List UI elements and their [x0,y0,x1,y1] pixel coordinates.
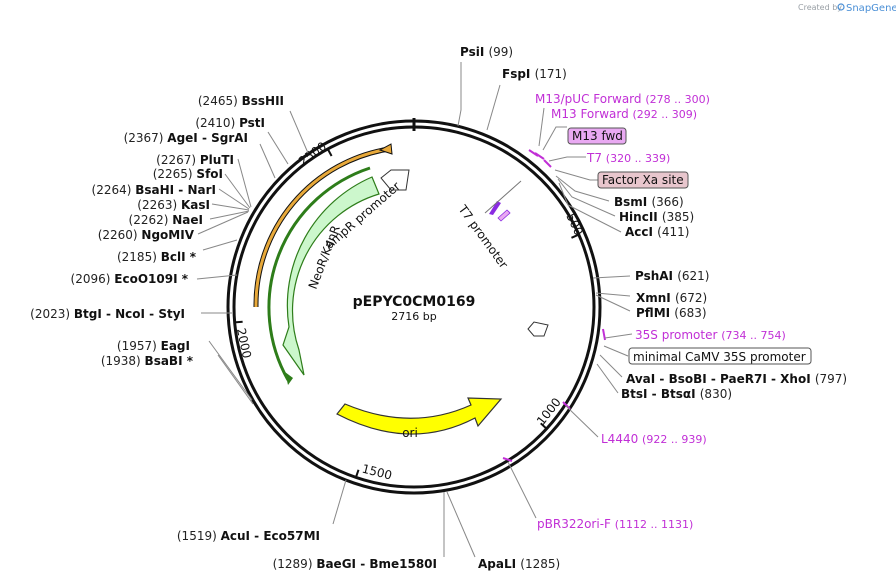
t7-promoter-mark [489,201,501,215]
svg-text:(2264) BsaHI - NarI: (2264) BsaHI - NarI [92,183,216,197]
primer-label: M13/pUC Forward (278 .. 300) [535,92,710,106]
svg-text:BsmI (366): BsmI (366) [614,195,684,209]
svg-text:(2263) KasI: (2263) KasI [137,198,210,212]
plasmid-size: 2716 bp [391,310,436,323]
site-label: BtsI - BtsαI (830) [621,387,732,401]
site-label: (1938) BsaBI * [101,354,194,368]
site-label: PflMI (683) [636,306,707,320]
svg-text:(2260) NgoMIV: (2260) NgoMIV [98,228,195,242]
minimal-camv-35s-box: minimal CaMV 35S promoter [628,347,812,365]
primer-label: L4440 (922 .. 939) [601,432,707,446]
site-label: FspI (171) [502,67,567,81]
brand-text: SnapGene [846,3,896,14]
neor-kanr-head [285,372,293,385]
svg-text:(1957) EagI: (1957) EagI [117,339,190,353]
svg-text:(2262) NaeI: (2262) NaeI [129,213,203,227]
svg-text:(2267) PluTI: (2267) PluTI [156,153,234,167]
svg-text:PshAI (621): PshAI (621) [635,269,709,283]
svg-text:(1938) BsaBI *: (1938) BsaBI * [101,354,194,368]
site-label: ApaLI (1285) [478,557,560,571]
ori-label: ori [402,426,418,440]
site-label: (2023) BtgI - NcoI - StyI [30,307,185,321]
site-label: (2185) BclI * [117,250,197,264]
site-label: HincII (385) [619,210,694,224]
neor-kanr-arc [267,166,371,381]
tick-label: 2000 [234,327,254,360]
site-label: (2465) BssHII [198,94,284,108]
site-label: (1289) BaeGI - Bme1580I [273,557,437,571]
t7-mark-2 [497,209,511,222]
tick-mark [326,148,333,157]
svg-text:(2185) BclI *: (2185) BclI * [117,250,197,264]
site-label: PshAI (621) [635,269,709,283]
svg-text:PsiI (99): PsiI (99) [460,45,513,59]
site-label: (1957) EagI [117,339,190,353]
primer-marks [502,149,606,462]
ampr-promoter-small-arrow [380,169,410,191]
svg-text:BtsI - BtsαI (830): BtsI - BtsαI (830) [621,387,732,401]
svg-text:(2367) AgeI - SgrAI: (2367) AgeI - SgrAI [124,131,248,145]
svg-text:FspI (171): FspI (171) [502,67,567,81]
tick-mark [354,469,360,478]
tick-mark [234,320,243,324]
site-label: BsmI (366) [614,195,684,209]
snapgene-logo [837,3,845,11]
site-label: (2262) NaeI [129,213,203,227]
site-label: (2265) SfoI [153,167,223,181]
tick-label: 500 [563,211,585,238]
svg-text:(2023) BtgI - NcoI - StyI: (2023) BtgI - NcoI - StyI [30,307,185,321]
plasmid-name: pEPYC0CM0169 [353,294,476,310]
camv35s-promoter-arrow [527,321,549,337]
site-label: AccI (411) [625,225,689,239]
svg-text:(2410) PstI: (2410) PstI [195,116,265,130]
site-label: PsiI (99) [460,45,513,59]
site-label: (2367) AgeI - SgrAI [124,131,248,145]
credit-text: Created by [798,3,842,12]
primer-label: pBR322ori-F (1112 .. 1131) [537,517,693,531]
svg-text:AccI (411): AccI (411) [625,225,689,239]
primer-label: M13 Forward (292 .. 309) [551,107,697,121]
svg-text:ApaLI (1285): ApaLI (1285) [478,557,560,571]
svg-text:XmnI (672): XmnI (672) [636,291,707,305]
svg-text:(1519) AcuI - Eco57MI: (1519) AcuI - Eco57MI [177,529,320,543]
tick-mark [540,422,548,430]
svg-text:M13 fwd: M13 fwd [572,129,623,143]
svg-text:Factor Xa site: Factor Xa site [602,173,684,187]
svg-text:(1289) BaeGI - Bme1580I: (1289) BaeGI - Bme1580I [273,557,437,571]
svg-text:(2096) EcoO109I *: (2096) EcoO109I * [71,272,189,286]
site-label: AvaI - BsoBI - PaeR7I - XhoI (797) [626,372,847,386]
svg-text:minimal CaMV 35S promoter: minimal CaMV 35S promoter [633,350,806,364]
site-label: (1519) AcuI - Eco57MI [177,529,320,543]
svg-text:(2265) SfoI: (2265) SfoI [153,167,223,181]
m13-fwd-box: M13 fwd [567,127,627,145]
svg-text:PflMI (683): PflMI (683) [636,306,707,320]
orange-arc-head [378,143,393,155]
site-label: (2410) PstI [195,116,265,130]
site-label: XmnI (672) [636,291,707,305]
site-label: (2096) EcoO109I * [71,272,189,286]
site-label: (2267) PluTI [156,153,234,167]
svg-text:(2465) BssHII: (2465) BssHII [198,94,284,108]
t7-promoter-label: T7 promoter [455,202,511,271]
primer-label: 35S promoter (734 .. 754) [635,328,786,342]
tick-mark [571,233,580,239]
site-label: (2264) BsaHI - NarI [92,183,216,197]
factor-xa-site-box: Factor Xa site [597,171,689,189]
site-labels: PsiI (99) FspI (171) BsmI (366)HincII (385… [30,45,847,571]
orange-arc-feature [254,147,390,308]
t7-leader [484,180,522,214]
leader-lines [196,62,633,558]
site-label: (2263) KasI [137,198,210,212]
ori-arrow [336,397,503,435]
ampr-promoter-arrow [282,176,380,376]
site-label: (2260) NgoMIV [98,228,195,242]
svg-text:HincII (385): HincII (385) [619,210,694,224]
svg-text:AvaI - BsoBI - PaeR7I - XhoI: AvaI - BsoBI - PaeR7I - XhoI (797) [626,372,847,386]
primer-label: T7 (320 .. 339) [586,151,670,165]
